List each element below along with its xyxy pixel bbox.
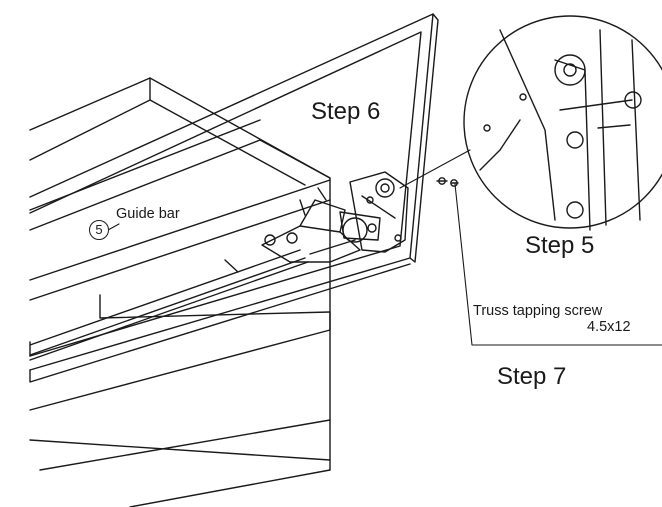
cabinet-body: [29, 77, 331, 507]
screws: [436, 177, 459, 187]
step-6-label: Step 6: [311, 98, 381, 125]
guide-bar-label: Guide bar: [116, 206, 180, 222]
hinge-mechanism: [261, 171, 409, 263]
screw-name-label: Truss tapping screw: [473, 303, 603, 319]
guide-bar: [29, 249, 309, 361]
screw-size-label: 4.5x12: [587, 319, 631, 335]
part-number-badge: 5: [89, 220, 109, 240]
door-frame: [29, 13, 439, 383]
detail-circle: [463, 15, 662, 231]
step-7-label: Step 7: [497, 363, 567, 390]
step-5-label: Step 5: [525, 232, 595, 259]
leader-lines: [107, 149, 662, 346]
